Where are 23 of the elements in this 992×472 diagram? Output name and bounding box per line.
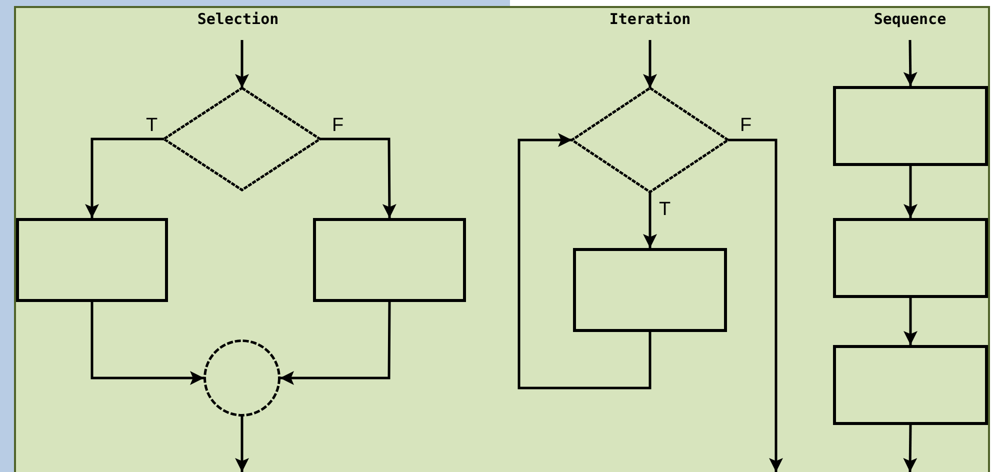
process-box (833, 218, 988, 298)
flow-arrow (320, 138, 396, 218)
process-box (833, 345, 988, 425)
flow-arrow (235, 40, 249, 88)
flow-arrow (235, 416, 249, 472)
section-heading: Sequence (874, 10, 946, 28)
flow-arrow (904, 166, 918, 218)
section-heading: Selection (197, 10, 279, 28)
flow-arrow (903, 424, 918, 472)
section-heading: Iteration (609, 10, 691, 28)
flow-arrow (90, 302, 204, 385)
flow-arrow (280, 302, 391, 385)
flow-arrow (903, 40, 918, 86)
flow-arrow (728, 138, 783, 472)
flow-arrow (643, 192, 657, 248)
process-box (573, 248, 727, 332)
process-box (16, 218, 168, 302)
process-box (313, 218, 466, 302)
flow-arrow (643, 40, 657, 88)
flow-arrow (85, 138, 164, 218)
flow-arrow (904, 298, 918, 345)
process-box (833, 86, 988, 166)
flow-arrow (518, 133, 652, 390)
